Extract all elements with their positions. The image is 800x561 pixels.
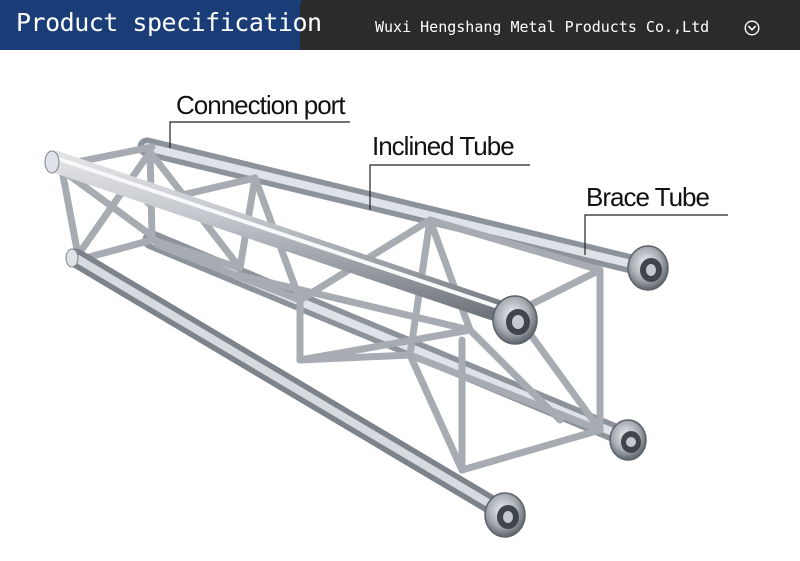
page-title: Product specification xyxy=(16,8,322,37)
chevron-down-circle-icon[interactable] xyxy=(744,20,760,36)
title-tab xyxy=(0,0,300,50)
callout-brace-tube: Brace Tube xyxy=(586,182,710,212)
callout-connection-port: Connection port xyxy=(176,90,346,120)
front-chords xyxy=(45,151,521,520)
callout-inclined-tube: Inclined Tube xyxy=(372,131,515,161)
callout-lines xyxy=(169,121,728,255)
title-tab-slant xyxy=(280,0,302,50)
truss-illustration xyxy=(44,121,728,538)
header-bar: Product specification Wuxi Hengshang Met… xyxy=(0,0,800,50)
connection-ends xyxy=(44,150,669,538)
company-name: Wuxi Hengshang Metal Products Co.,Ltd xyxy=(375,18,710,36)
